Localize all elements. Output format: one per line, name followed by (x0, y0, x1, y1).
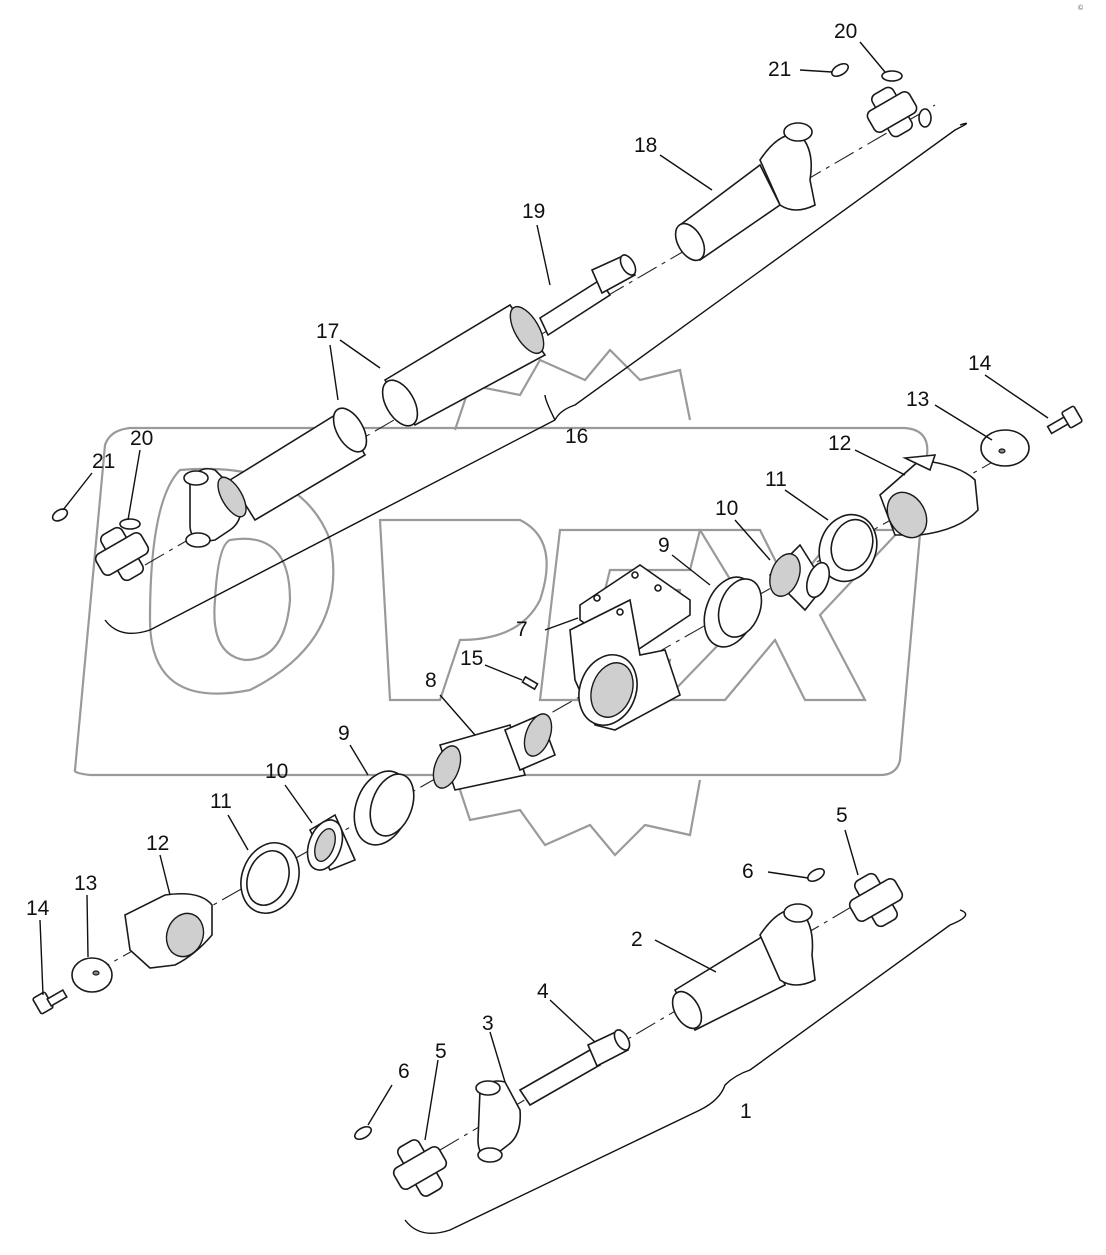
callout-5-right: 5 (836, 804, 848, 827)
callout-20-top: 20 (834, 20, 857, 43)
bearing-cone-left (306, 813, 357, 872)
callout-4: 4 (537, 980, 549, 1003)
callout-12-right: 12 (828, 432, 851, 455)
callout-3: 3 (482, 1012, 494, 1035)
u-joint-cross-lower-right (848, 872, 904, 928)
bolt-left (32, 988, 68, 1015)
callout-21-top: 21 (768, 58, 791, 81)
callout-11-right: 11 (765, 468, 787, 491)
seal-left (240, 842, 300, 914)
snap-ring-lower-left (354, 1125, 372, 1141)
callout-10-left: 10 (265, 760, 288, 783)
leader-lines (39, 41, 1049, 1141)
callout-20-left: 20 (130, 427, 153, 450)
end-yoke-right (879, 454, 979, 539)
callout-16: 16 (565, 425, 588, 448)
callout-14-right: 14 (968, 352, 992, 375)
snap-ring-left (51, 508, 69, 522)
callout-13-left: 13 (74, 872, 97, 895)
callout-9-left: 9 (338, 722, 350, 745)
slip-yoke-tube-2 (671, 903, 816, 1032)
callout-2: 2 (631, 928, 643, 951)
callout-7: 7 (516, 618, 528, 641)
screw-15 (521, 675, 539, 691)
washer-right (980, 429, 1030, 467)
callout-9-right: 9 (658, 534, 670, 557)
callout-18: 18 (634, 134, 657, 157)
callout-10-right: 10 (715, 497, 738, 520)
bearing-housing-7 (569, 564, 691, 731)
weld-yoke-upper (183, 467, 247, 548)
seal-right (818, 513, 878, 583)
snap-ring-lower-right (807, 867, 825, 883)
end-yoke-left (124, 892, 213, 969)
callouts: 20 21 18 19 17 16 14 13 12 11 10 9 7 15 … (26, 20, 992, 1123)
callout-13-right: 13 (906, 388, 929, 411)
bracket-16 (104, 122, 968, 634)
u-joint-cross-top (866, 70, 932, 138)
splined-stub-4 (518, 1028, 631, 1107)
callout-8: 8 (425, 669, 437, 692)
bearing-cone-right (768, 543, 831, 612)
callout-11-left: 11 (210, 790, 232, 813)
splined-shaft-8 (432, 713, 557, 791)
bolt-right (1046, 405, 1083, 435)
callout-15: 15 (460, 647, 483, 670)
callout-19: 19 (522, 200, 545, 223)
callout-14-left: 14 (26, 897, 50, 920)
callout-17: 17 (316, 320, 339, 343)
callout-6-right: 6 (742, 860, 754, 883)
callout-1: 1 (740, 1100, 752, 1123)
callout-5-left: 5 (435, 1040, 447, 1063)
bracket-1 (404, 909, 967, 1234)
bearing-cup-right (703, 576, 763, 648)
weld-yoke-3 (475, 1080, 522, 1163)
splined-stub-19 (538, 253, 637, 337)
corner-mark: © (1078, 4, 1084, 12)
callout-6-left: 6 (398, 1060, 410, 1083)
washer-left (71, 957, 113, 993)
bearing-cup-left (353, 770, 415, 846)
slip-yoke-tube-18 (674, 122, 816, 262)
u-joint-cross-lower-left (392, 1139, 448, 1197)
callout-12-left: 12 (146, 832, 169, 855)
u-joint-cross-left (94, 518, 150, 582)
snap-ring-top (831, 62, 849, 78)
tube-17 (228, 303, 547, 522)
callout-21-left: 21 (92, 450, 115, 473)
